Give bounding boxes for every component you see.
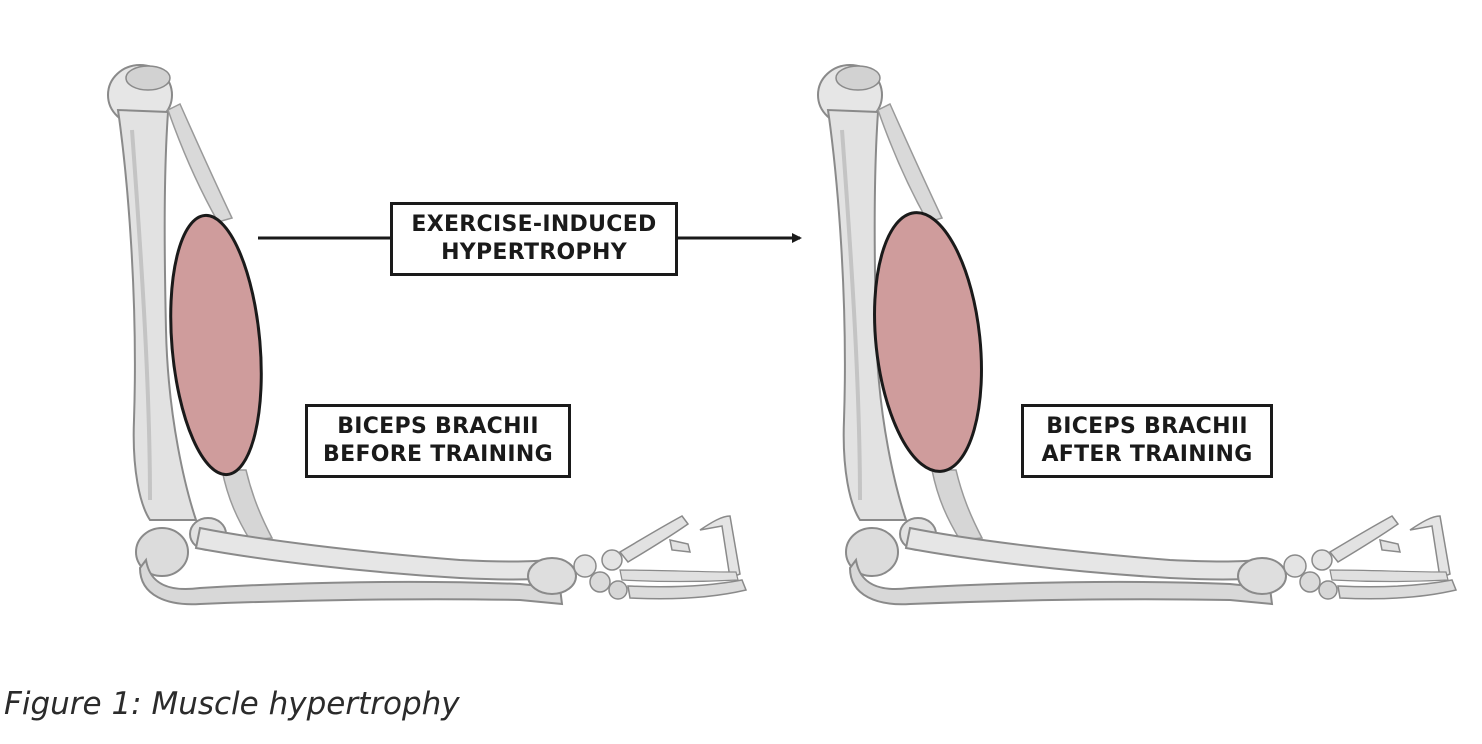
biceps-after-training-label: BICEPS BRACHII AFTER TRAINING (1021, 404, 1273, 478)
arm-after-training (816, 63, 1458, 607)
before-label-line2: BEFORE TRAINING (323, 442, 553, 467)
biceps-muscle-before (169, 213, 263, 477)
hypertrophy-diagram (106, 63, 1458, 607)
after-label-line1: BICEPS BRACHII (1046, 414, 1248, 439)
before-label-line1: BICEPS BRACHII (337, 414, 539, 439)
exercise-induced-hypertrophy-label: EXERCISE-INDUCED HYPERTROPHY (390, 202, 678, 276)
arm-before-training (106, 63, 748, 607)
arrow-label-line1: EXERCISE-INDUCED (411, 212, 657, 237)
after-label-line2: AFTER TRAINING (1041, 442, 1253, 467)
biceps-before-training-label: BICEPS BRACHII BEFORE TRAINING (305, 404, 571, 478)
figure-caption: Figure 1: Muscle hypertrophy (4, 686, 460, 722)
arrow-label-line2: HYPERTROPHY (441, 240, 627, 265)
biceps-muscle-after (873, 211, 983, 473)
